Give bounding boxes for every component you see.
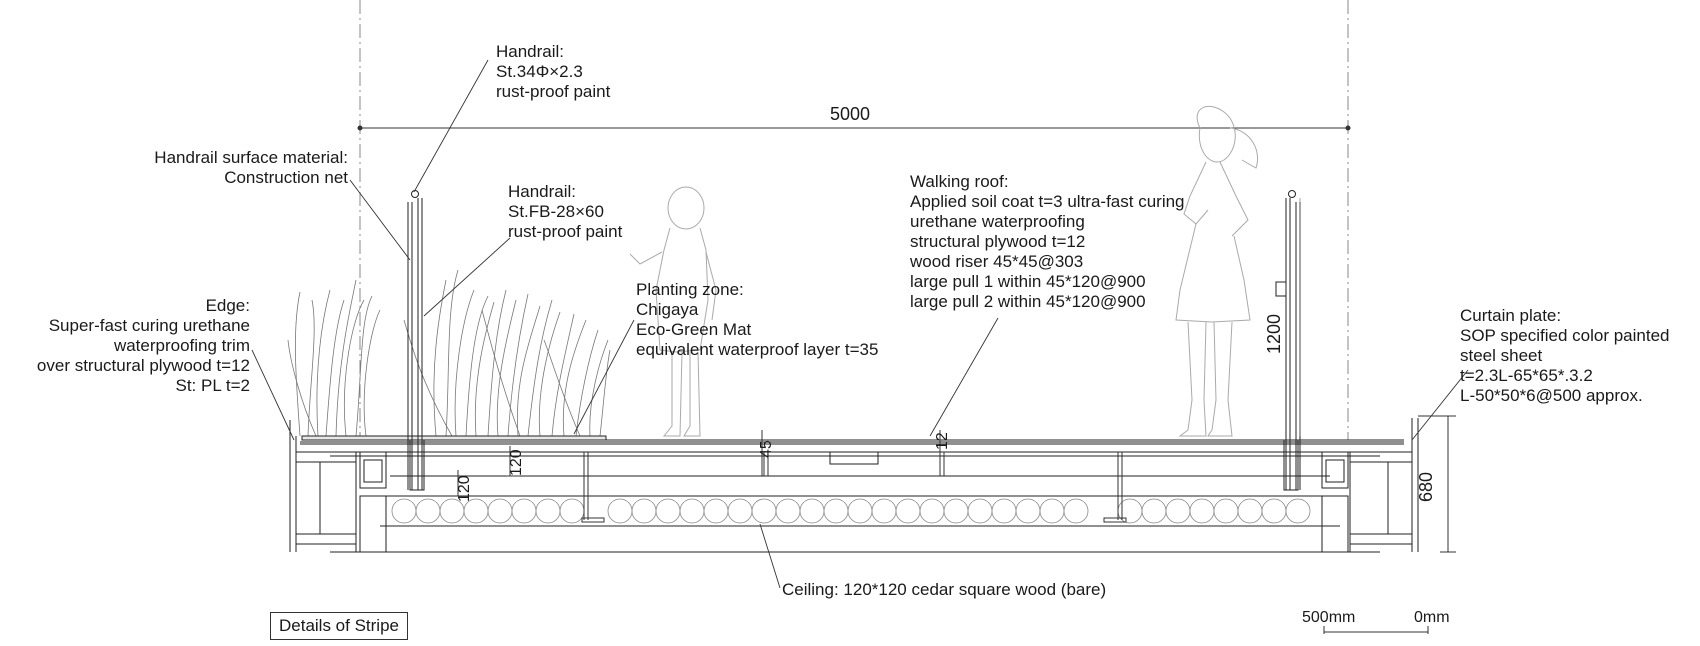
- dimension-45: 45: [758, 440, 775, 458]
- drawing-title: Details of Stripe: [270, 612, 408, 640]
- grass-planting: [287, 269, 611, 437]
- label-walking-roof: Walking roof: Applied soil coat t=3 ultr…: [910, 172, 1185, 311]
- scale-bar: [1323, 626, 1429, 634]
- dimension-120-b: 120: [456, 475, 473, 502]
- leader-lines: [251, 59, 1469, 589]
- rail-height-dimension: 1200: [1264, 313, 1284, 354]
- child-figure: [629, 186, 717, 437]
- label-handrail-surface: Handrail surface material: Construction …: [154, 148, 348, 187]
- scale-label-500mm: 500mm: [1302, 609, 1356, 626]
- small-dimension-ticks: [457, 430, 941, 496]
- label-ceiling: Ceiling: 120*120 cedar square wood (bare…: [782, 580, 1107, 599]
- scale-label-0mm: 0mm: [1414, 609, 1450, 626]
- depth-dimension: 680: [1416, 471, 1436, 502]
- label-curtain-plate: Curtain plate: SOP specified color paint…: [1460, 306, 1670, 405]
- woman-figure: [1175, 106, 1258, 437]
- roof-deck: [300, 435, 1404, 553]
- dimension-12: 12: [934, 432, 951, 450]
- ceiling-wood-row: [391, 498, 1311, 524]
- dimension-120-a: 120: [508, 449, 525, 476]
- left-handrail: [407, 190, 425, 491]
- label-planting-zone: Planting zone: Chigaya Eco-Green Mat equ…: [636, 280, 879, 359]
- left-edge-structure: [289, 420, 387, 553]
- right-edge-structure: [1321, 418, 1419, 553]
- label-handrail-fb: Handrail: St.FB-28×60 rust-proof paint: [508, 182, 623, 241]
- span-dimension: 5000: [830, 104, 871, 124]
- wood-risers: [581, 452, 1127, 523]
- label-handrail-top: Handrail: St.34Φ×2.3 rust-proof paint: [496, 42, 611, 101]
- label-edge: Edge: Super-fast curing urethane waterpr…: [36, 296, 250, 395]
